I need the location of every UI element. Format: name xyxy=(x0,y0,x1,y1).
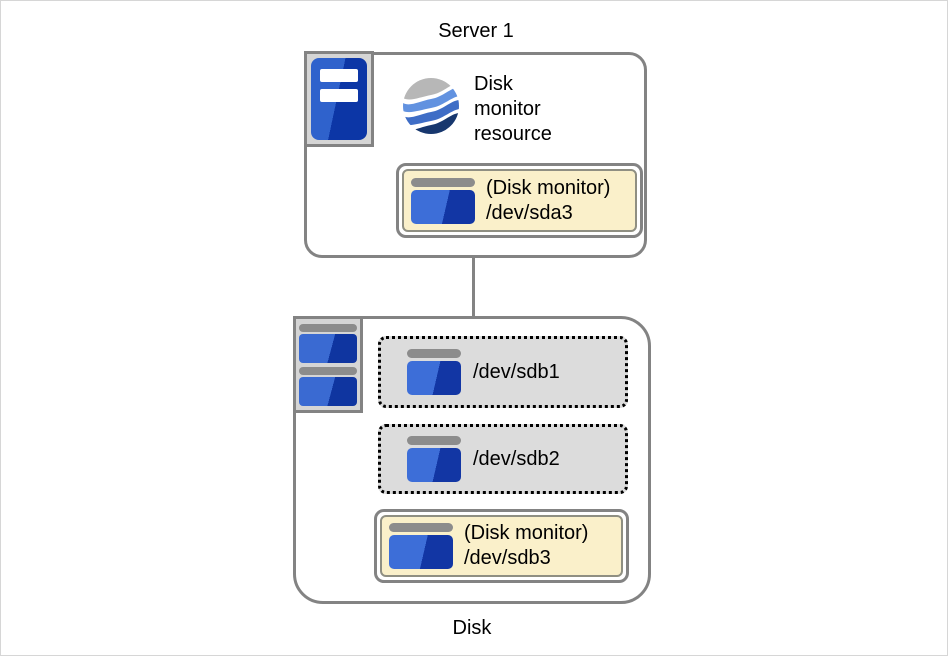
disk-icon xyxy=(411,177,475,224)
connector-line xyxy=(472,256,475,318)
disk-icon xyxy=(407,436,461,482)
monitored-partition-sda3: (Disk monitor) /dev/sda3 xyxy=(396,163,643,238)
server-group-title: Server 1 xyxy=(438,20,514,42)
monitored-partition-sdb3: (Disk monitor) /dev/sdb3 xyxy=(374,509,629,583)
monitored-partition-sda3-label: (Disk monitor) /dev/sda3 xyxy=(486,176,611,224)
disk-icon xyxy=(407,349,461,395)
partition-sdb1: /dev/sdb1 xyxy=(378,336,628,408)
disk-stack-icon xyxy=(293,316,363,413)
server-tower-shape xyxy=(311,58,367,140)
disk-icon xyxy=(389,523,453,569)
stack-disk-shape xyxy=(299,366,357,406)
stack-disk-shape xyxy=(299,323,357,363)
server-icon xyxy=(304,51,374,147)
disk-monitor-resource-label: Disk monitor resource xyxy=(474,73,552,145)
disk-monitor-resource-icon xyxy=(403,78,459,134)
partition-sdb1-label: /dev/sdb1 xyxy=(473,360,560,383)
partition-sdb2: /dev/sdb2 xyxy=(378,424,628,494)
disk-group-title: Disk xyxy=(452,617,492,639)
monitored-partition-sdb3-label: (Disk monitor) /dev/sdb3 xyxy=(464,522,589,569)
partition-sdb2-label: /dev/sdb2 xyxy=(473,447,560,470)
